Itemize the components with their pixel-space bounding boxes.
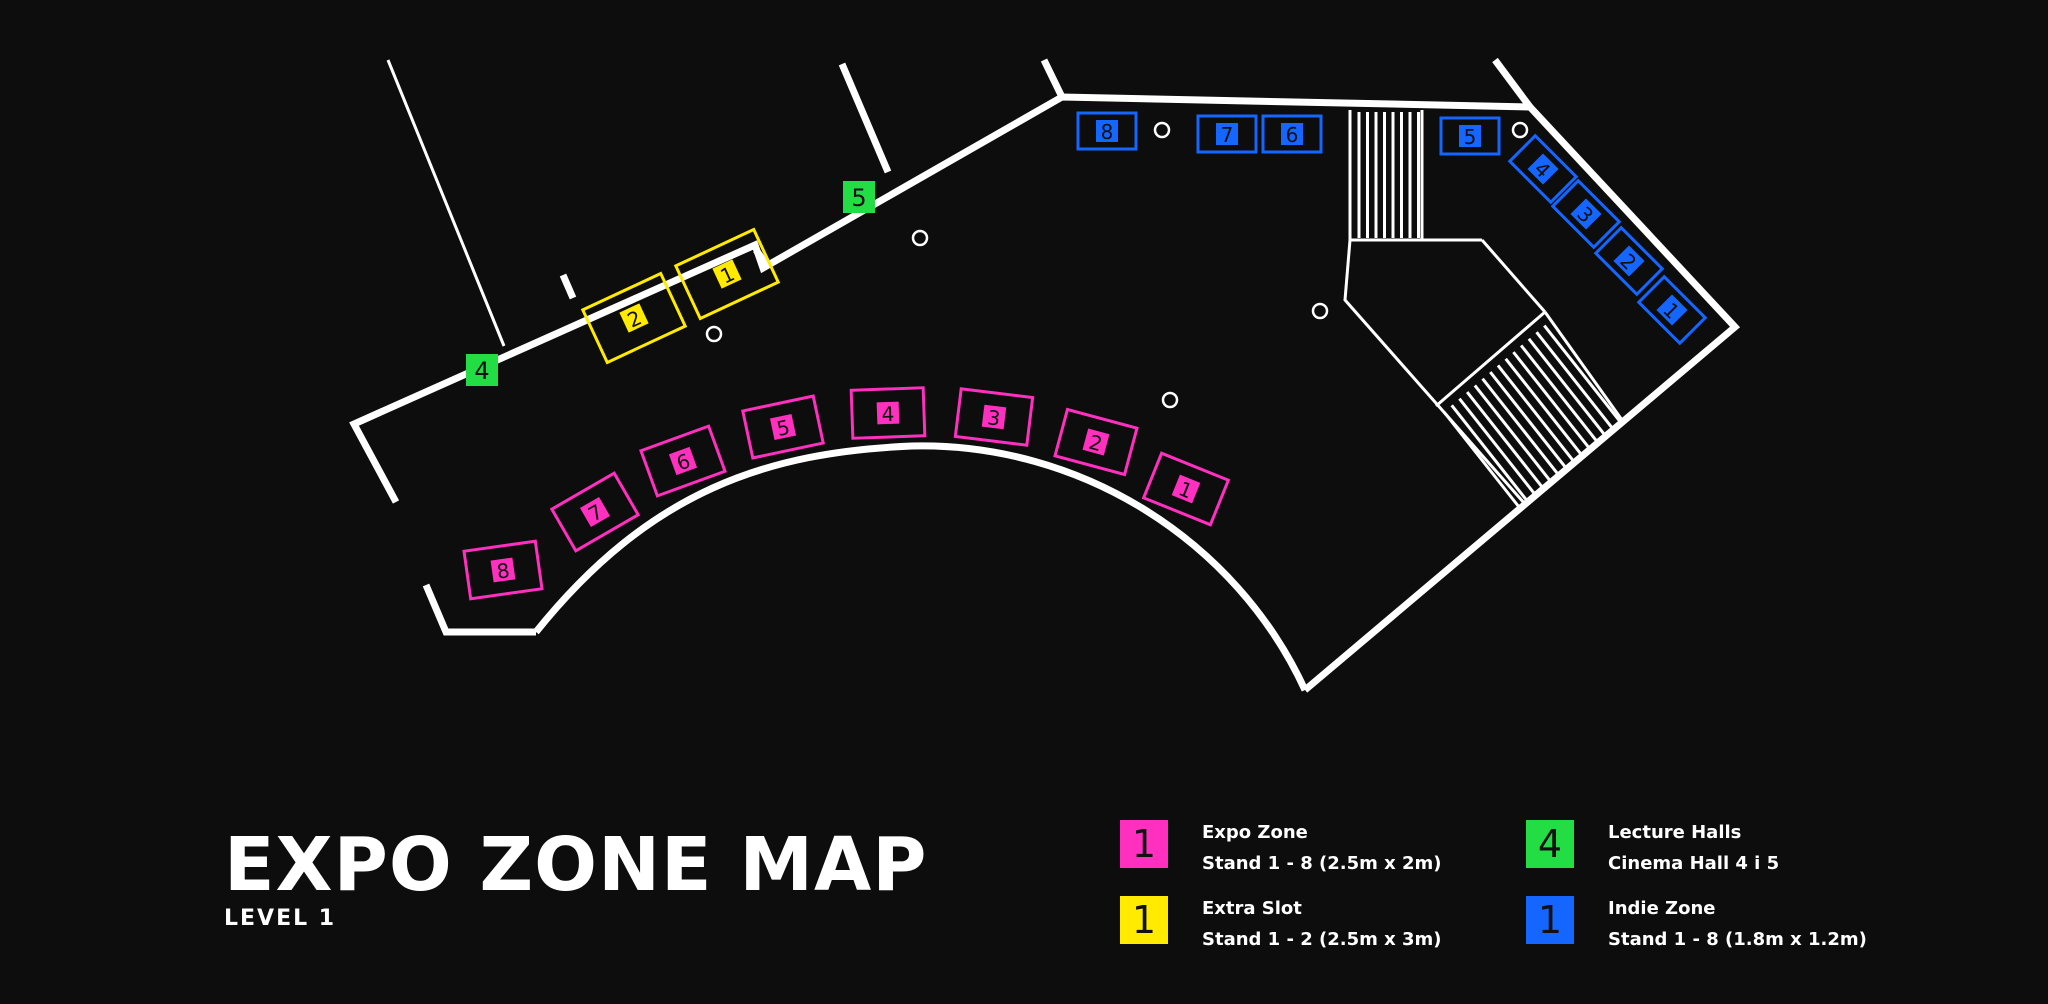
indie-stand-7[interactable]: 7	[1196, 114, 1258, 154]
stand-outline	[849, 386, 927, 440]
stand-number: 8	[1101, 120, 1114, 144]
stand-number-badge	[1171, 474, 1201, 504]
marker-number: 4	[474, 357, 489, 385]
stand-number-badge	[668, 446, 698, 476]
lecture-hall-marker-4[interactable]: 4	[466, 354, 498, 386]
stand-outline	[580, 271, 688, 365]
lecture-hall-markers: 45	[466, 181, 875, 386]
pillar	[1161, 391, 1179, 409]
stand-number-badge	[490, 557, 516, 583]
stand-number: 5	[774, 415, 791, 441]
marker-badge	[843, 181, 875, 213]
legend-swatch: 1	[1526, 896, 1574, 944]
stand-number: 7	[1221, 123, 1234, 147]
indie-stand-6[interactable]: 6	[1261, 114, 1323, 154]
stairs	[1343, 110, 1624, 508]
stand-number-badge	[1082, 428, 1110, 456]
stand-number-badge	[1459, 125, 1481, 147]
legend-detail: Stand 1 - 8 (2.5m x 2m)	[1202, 853, 1442, 874]
page-title: EXPO ZONE MAP	[224, 822, 928, 908]
stand-number: 2	[1086, 430, 1105, 456]
stand-number-badge	[619, 303, 649, 333]
stand-outline	[741, 394, 825, 460]
extra-stand-1[interactable]: 1	[673, 227, 781, 321]
legend-swatch: 1	[1120, 896, 1168, 944]
legend-name: Indie Zone	[1608, 898, 1716, 919]
extra-stand-2[interactable]: 2	[580, 271, 688, 365]
stand-number: 6	[1286, 123, 1299, 147]
legend-name: Lecture Halls	[1608, 822, 1742, 843]
expo-stand-7[interactable]: 7	[549, 471, 641, 553]
expo-stand-5[interactable]: 5	[741, 394, 825, 460]
stand-number-badge	[712, 259, 742, 289]
stand-outline	[1196, 114, 1258, 154]
marker-number: 5	[851, 184, 866, 212]
stand-outline	[1439, 116, 1501, 156]
stand-number-badge	[981, 404, 1007, 430]
stand-outline	[549, 471, 641, 553]
legend-item-lecture-halls: 4 Lecture Halls Cinema Hall 4 i 5	[1526, 820, 1779, 874]
stand-number: 3	[986, 405, 1002, 430]
stand-outline	[1261, 114, 1323, 154]
stand-number-badge	[579, 496, 611, 528]
stand-outline	[1593, 225, 1665, 297]
pillar	[1511, 121, 1529, 139]
stand-outline	[462, 539, 544, 601]
stand-number-badge	[1216, 123, 1238, 145]
stand-outline	[1053, 407, 1139, 477]
indie-stand-5[interactable]: 5	[1439, 116, 1501, 156]
pillar	[1311, 302, 1329, 320]
pillar	[1153, 121, 1171, 139]
expo-stand-6[interactable]: 6	[639, 424, 727, 498]
expo-stand-4[interactable]: 4	[849, 386, 927, 440]
walls	[349, 57, 1741, 693]
stand-number-badge	[1281, 123, 1303, 145]
expo-stand-1[interactable]: 1	[1141, 451, 1231, 527]
legend-detail: Stand 1 - 2 (2.5m x 3m)	[1202, 929, 1442, 950]
stand-outline	[1507, 133, 1579, 205]
lecture-hall-marker-5[interactable]: 5	[843, 181, 875, 213]
legend-item-indie-zone: 1 Indie Zone Stand 1 - 8 (1.8m x 1.2m)	[1526, 896, 1867, 950]
indie-stand-8[interactable]: 8	[1076, 111, 1138, 151]
page-subtitle: LEVEL 1	[224, 906, 337, 931]
stand-number: 8	[495, 558, 511, 584]
stand-number-badge	[876, 401, 900, 425]
expo-stand-8[interactable]: 8	[462, 539, 544, 601]
stand-number: 4	[881, 402, 895, 426]
stand-number: 5	[1464, 125, 1477, 149]
legend-swatch: 4	[1526, 820, 1574, 868]
stand-number-badge	[769, 413, 797, 441]
legend-item-expo-zone: 1 Expo Zone Stand 1 - 8 (2.5m x 2m)	[1120, 820, 1442, 874]
stand-number-badge	[1096, 120, 1118, 142]
stand-outline	[953, 387, 1035, 447]
legend-name: Extra Slot	[1202, 898, 1302, 919]
legend-detail: Cinema Hall 4 i 5	[1608, 853, 1780, 874]
marker-badge	[466, 354, 498, 386]
stand-outline	[1636, 274, 1708, 346]
stand-outline	[1076, 111, 1138, 151]
legend-name: Expo Zone	[1202, 822, 1308, 843]
pillar	[705, 325, 723, 343]
legend-item-extra-slot: 1 Extra Slot Stand 1 - 2 (2.5m x 3m)	[1120, 896, 1442, 950]
expo-stand-3[interactable]: 3	[953, 387, 1035, 447]
expo-stand-2[interactable]: 2	[1053, 407, 1139, 477]
pillars	[705, 121, 1529, 409]
pillar	[911, 229, 929, 247]
legend-detail: Stand 1 - 8 (1.8m x 1.2m)	[1608, 929, 1867, 950]
stand-outline	[1550, 178, 1622, 250]
legend-swatch: 1	[1120, 820, 1168, 868]
stand-outline	[639, 424, 727, 498]
stand-outline	[1141, 451, 1231, 527]
stand-outline	[673, 227, 781, 321]
